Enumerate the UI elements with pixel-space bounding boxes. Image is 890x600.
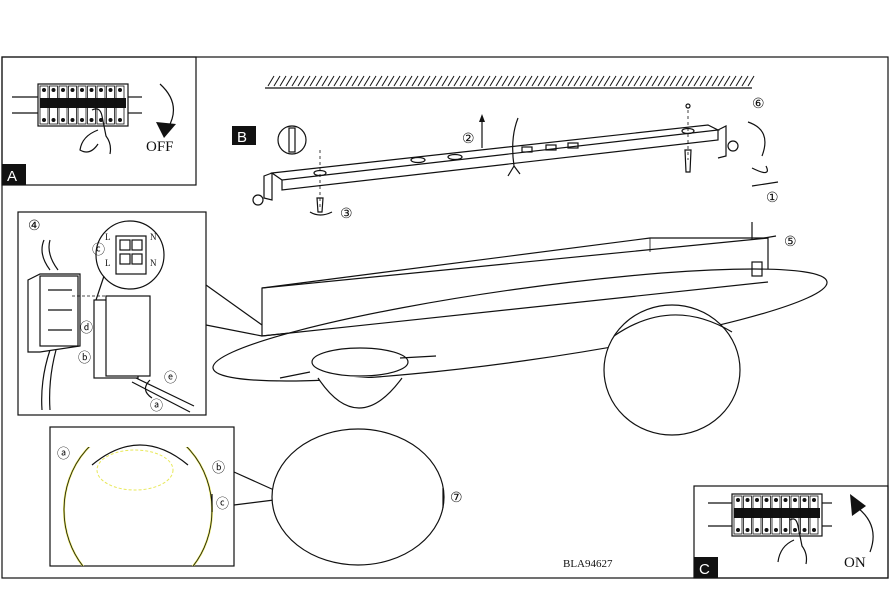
sub-step-e-label: ⓔ — [164, 370, 177, 385]
wall-plug-icon — [277, 125, 307, 155]
breaker-switch — [781, 495, 790, 535]
model-code: BLA94627 — [563, 558, 613, 570]
breaker-switch — [771, 495, 781, 535]
screw-icon — [316, 197, 324, 213]
breaker-switch — [115, 85, 125, 125]
lamp-holder — [91, 444, 189, 466]
step-6-label: ⑥ — [752, 97, 765, 112]
panel-c-switch-on: ON C — [693, 485, 889, 579]
sub-step-c-label: ⓒ — [216, 496, 229, 511]
breaker-switch — [49, 85, 58, 125]
arrow-down-icon — [159, 83, 175, 129]
arrow-up-icon — [857, 507, 874, 553]
arrow-right-icon — [751, 181, 779, 187]
sub-step-c-label: ⓒ — [92, 242, 105, 257]
step-4-label: ④ — [28, 219, 41, 234]
sub-step-d-label: ⓓ — [80, 320, 93, 335]
breaker-switch — [58, 85, 68, 125]
mounting-bracket — [270, 124, 721, 181]
panel-wiring: ④ L N L N ⓒ ⓓ ⓑ ⓔ ⓐ — [17, 211, 263, 416]
breaker-switch — [87, 85, 96, 125]
lamp-holder — [311, 347, 409, 377]
hand-icon — [777, 518, 808, 565]
panel-bulb: ⓐ ⓑ ⓒ ⑦ — [49, 426, 463, 567]
breaker-switch — [106, 85, 115, 125]
screw-icon — [684, 149, 692, 173]
diagram-frame — [1, 56, 889, 579]
sub-step-a-label: ⓐ — [150, 398, 163, 413]
breaker-switch — [96, 85, 106, 125]
live-label: L — [105, 258, 111, 268]
panel-c-badge: C — [699, 561, 710, 578]
panel-a-switch-off: OFF A — [1, 56, 197, 186]
step-1-label: ① — [766, 191, 779, 206]
small-globe — [317, 377, 403, 409]
breaker-switch — [800, 495, 809, 535]
neutral-label: N — [150, 258, 157, 268]
breaker-switch — [68, 85, 77, 125]
step-5-label: ⑤ — [784, 235, 797, 250]
breaker-switch — [743, 495, 752, 535]
globe-detail — [271, 428, 445, 566]
panel-b-badge: B — [237, 129, 247, 146]
step-2-label: ② — [462, 132, 475, 147]
live-label: L — [105, 232, 111, 242]
screwdriver-icon — [131, 377, 195, 413]
rotate-arrow-icon — [747, 121, 768, 174]
breaker-switch — [809, 495, 819, 535]
breaker-switch — [39, 85, 49, 125]
ceiling-hatch — [267, 75, 755, 87]
terminal-block-icon — [115, 235, 147, 275]
panel-b-bracket: B ③ ② ⑥ ① ⑤ — [232, 75, 797, 250]
junction-box — [27, 273, 81, 353]
on-label: ON — [844, 555, 866, 571]
sub-step-b-label: ⓑ — [78, 350, 91, 365]
breaker-switch — [752, 495, 762, 535]
supply-cable — [41, 239, 59, 271]
luminaire — [212, 237, 828, 436]
sub-step-b-label: ⓑ — [212, 460, 225, 475]
step-7-label: ⑦ — [450, 491, 463, 506]
breaker-switch — [790, 495, 800, 535]
panel-a-badge: A — [7, 168, 17, 185]
breaker-switch — [762, 495, 771, 535]
neutral-label: N — [150, 232, 157, 242]
off-label: OFF — [146, 139, 174, 155]
step-3-label: ③ — [340, 207, 353, 222]
sub-step-a-label: ⓐ — [57, 446, 70, 461]
rotate-arrow-icon — [144, 379, 153, 399]
highlighted-globe — [63, 447, 213, 566]
mains-cable — [507, 117, 521, 177]
hand-icon — [79, 108, 112, 155]
breaker-switch — [733, 495, 743, 535]
breaker-switch — [77, 85, 87, 125]
breaker-panel-icon — [12, 83, 142, 127]
large-globe — [603, 304, 741, 436]
